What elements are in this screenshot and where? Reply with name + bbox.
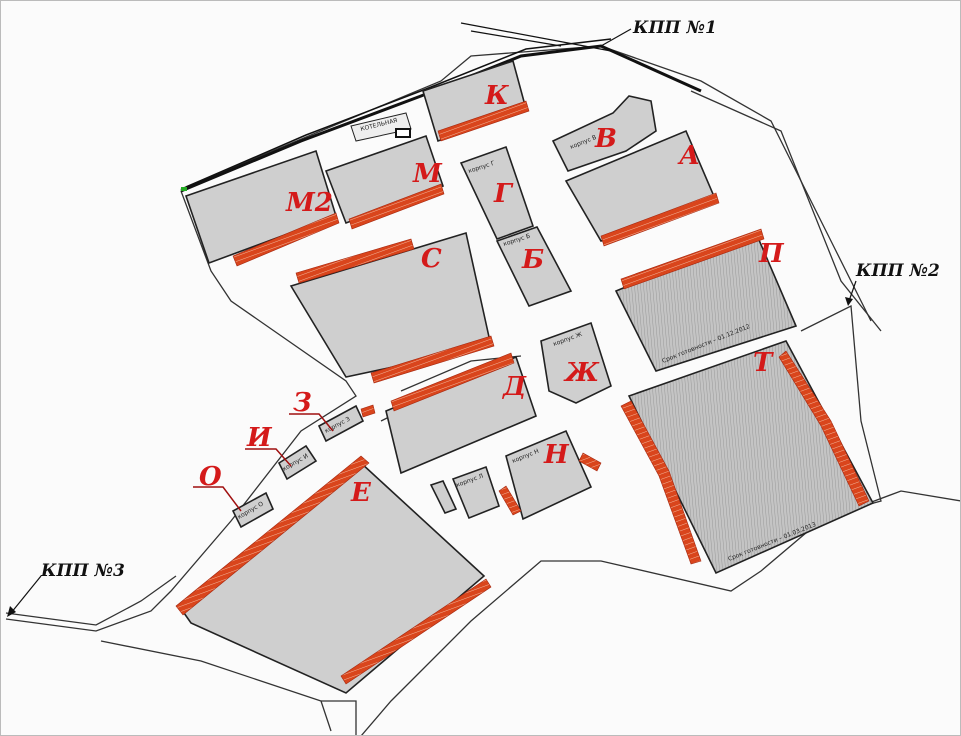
label-n: Н: [543, 440, 570, 470]
label-z: З: [293, 388, 312, 418]
checkpoint-2-arrowhead: [845, 297, 853, 306]
label-k: К: [484, 81, 509, 111]
label-a: А: [677, 141, 700, 171]
label-m2: М2: [285, 188, 333, 218]
roads: [5, 45, 960, 735]
label-v: В: [594, 124, 617, 154]
label-g: Г: [493, 179, 514, 209]
checkpoint-3-label: КПП №3: [40, 561, 125, 581]
checkpoint-3-arrowhead: [7, 606, 16, 617]
leader-lines: [193, 413, 334, 512]
building-l: [451, 465, 500, 520]
building-n: [505, 429, 593, 521]
label-zh: Ж: [563, 358, 600, 388]
label-d: Д: [501, 372, 527, 402]
checkpoint-1-arrow: [600, 28, 632, 47]
checkpoint-3-arrow: [10, 575, 42, 614]
building-zh: [540, 321, 612, 404]
boiler-house: КОТЕЛЬНАЯ: [350, 112, 412, 142]
label-b: Б: [521, 245, 544, 275]
building-m: [324, 134, 445, 225]
building-g: [459, 145, 535, 240]
label-i: И: [246, 423, 273, 453]
label-o: О: [199, 462, 222, 492]
building-small: [429, 480, 458, 514]
buildings: [182, 59, 875, 694]
checkpoint-1-label: КПП №1: [632, 18, 717, 38]
building-i: [277, 444, 318, 481]
building-z: [317, 404, 365, 443]
label-m: М: [412, 159, 443, 189]
parking-areas: [175, 100, 870, 685]
checkpoint-2-label: КПП №2: [855, 261, 940, 281]
label-e: Е: [350, 478, 372, 508]
checkpoint-2-arrow: [848, 280, 857, 302]
label-s: С: [421, 244, 442, 274]
label-p: П: [758, 239, 785, 269]
building-o: [231, 491, 275, 529]
label-t: Т: [753, 348, 774, 378]
building-b: [495, 226, 573, 307]
building-v: [551, 95, 657, 172]
